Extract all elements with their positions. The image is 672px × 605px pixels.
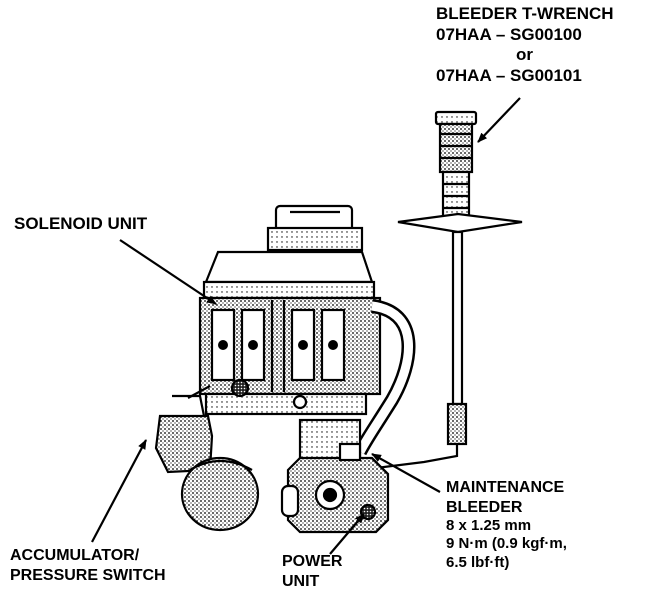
accumulator-label: ACCUMULATOR/ PRESSURE SWITCH [10,546,166,585]
tool-label-line4: 07HAA – SG00101 [436,66,582,86]
solenoid-leader [119,239,217,305]
tool-label-line1: BLEEDER T-WRENCH [436,4,614,23]
accumulator-line1: ACCUMULATOR/ [10,547,140,564]
power-unit-line1: POWER [282,553,343,570]
tool-leader [477,97,521,143]
leader-lines [91,97,521,555]
solenoid-unit-body [198,204,382,416]
power-unit-leader [329,513,365,555]
accumulator-line2: PRESSURE SWITCH [10,566,166,584]
power-unit-body [280,418,390,534]
accumulator-leader [91,439,147,543]
maintenance-bleeder-torque: 9 N·m (0.9 kgf·m, [446,535,567,553]
power-unit-label: POWER UNIT [282,552,342,591]
maintenance-bleeder-line2: BLEEDER [446,498,523,516]
tool-label-line2: 07HAA – SG00100 [436,24,582,44]
power-unit-line2: UNIT [282,572,320,590]
maintenance-bleeder-leader [371,453,441,493]
tool-label: BLEEDER T-WRENCH 07HAA – SG00100 or 07HA… [436,4,614,87]
accumulator-pressure-switch-body [154,385,260,532]
maintenance-bleeder-label: MAINTENANCE BLEEDER 8 x 1.25 mm 9 N·m (0… [446,478,567,572]
maintenance-bleeder-thread: 8 x 1.25 mm [446,517,532,535]
tool-label-line3: or [516,45,533,65]
solenoid-unit-label: SOLENOID UNIT [14,214,147,235]
maintenance-bleeder-line1: MAINTENANCE [446,479,565,496]
solenoid-unit-text: SOLENOID UNIT [14,214,148,233]
bleeder-t-wrench-icon [397,110,523,446]
maintenance-bleeder-torque-imperial: 6.5 lbf·ft) [446,553,510,571]
